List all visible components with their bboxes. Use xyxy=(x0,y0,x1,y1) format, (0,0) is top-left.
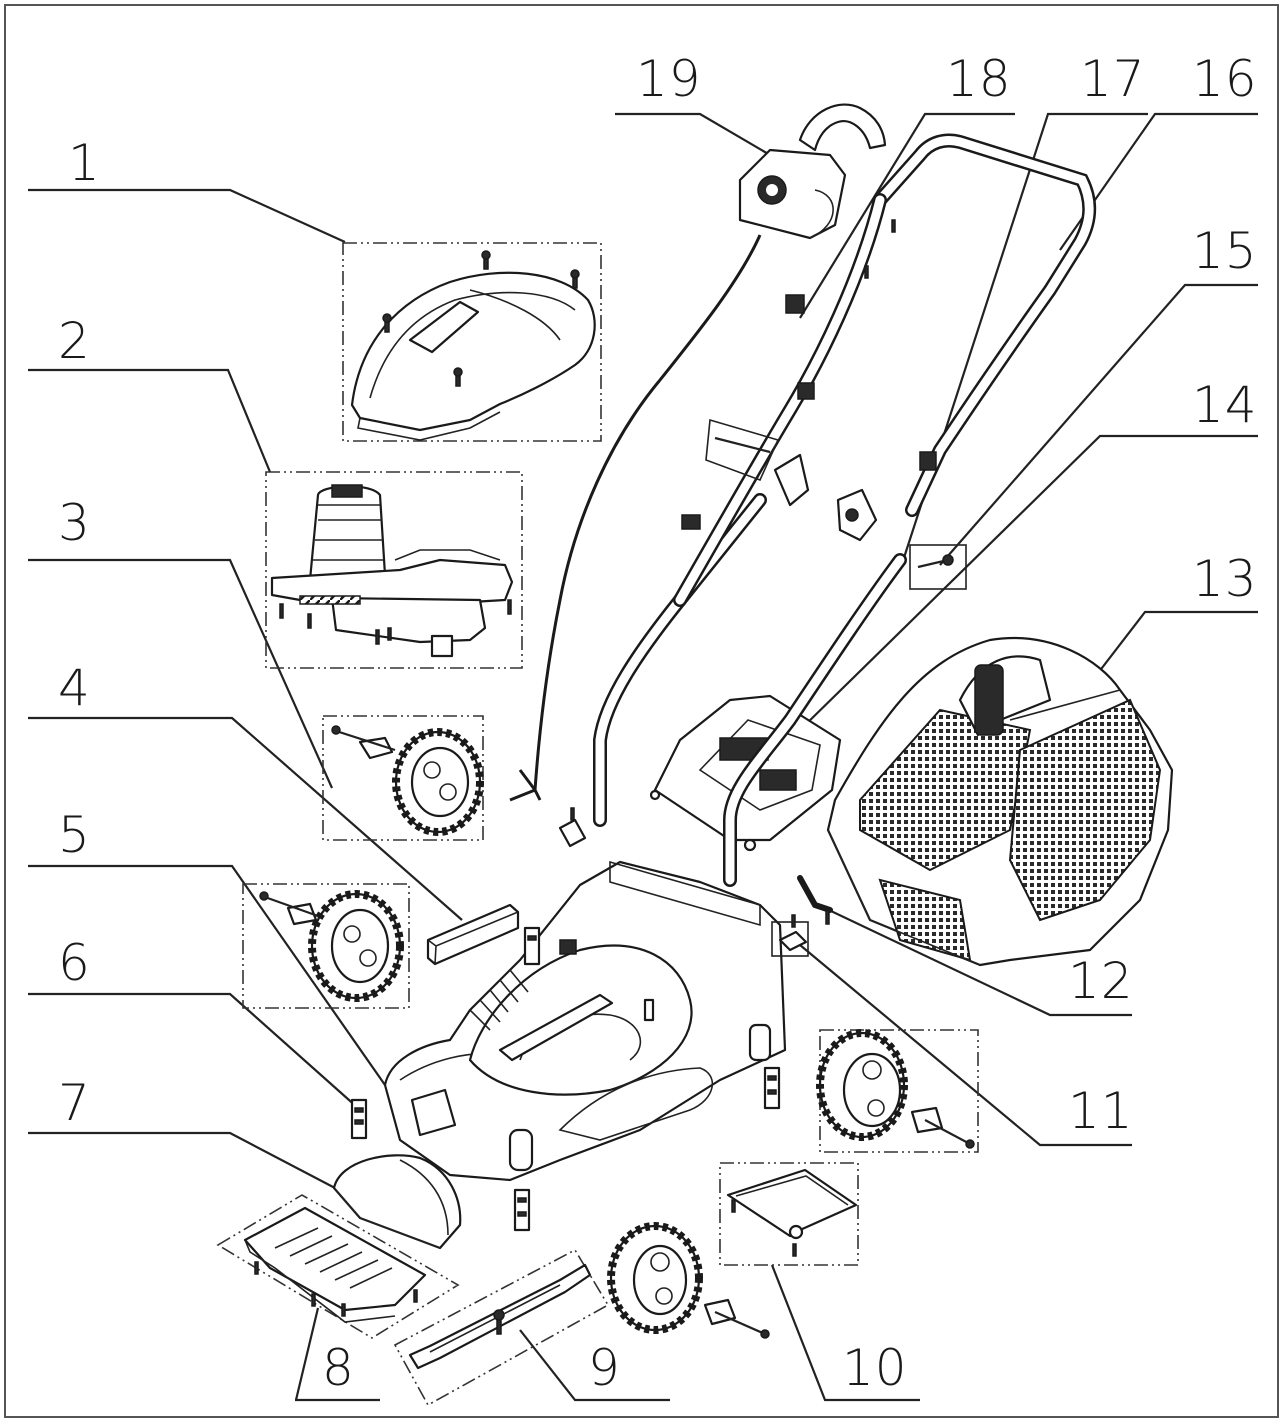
label-6: 6 xyxy=(58,934,91,992)
bolt-icon xyxy=(909,544,967,590)
label-18: 18 xyxy=(946,50,1012,108)
label-5: 5 xyxy=(58,806,91,864)
rear-wheel-left-icon xyxy=(259,890,404,1002)
clip-icon xyxy=(558,807,809,957)
label-3: 3 xyxy=(58,494,91,552)
label-17: 17 xyxy=(1080,50,1146,108)
motor-assembly-icon xyxy=(270,484,514,658)
label-1: 1 xyxy=(68,134,101,192)
label-8: 8 xyxy=(322,1339,355,1397)
label-4: 4 xyxy=(58,659,91,717)
base-plate-icon xyxy=(243,1206,427,1323)
right-wheel-icon xyxy=(816,1029,975,1149)
blade-icon xyxy=(408,1263,592,1370)
label-2: 2 xyxy=(58,312,91,370)
height-bracket-icon xyxy=(350,926,781,1232)
deck-housing-icon xyxy=(383,860,787,1182)
number-labels: 1 2 3 4 5 6 7 8 9 10 11 12 13 14 15 16 1… xyxy=(58,50,1258,1397)
lower-handle-icon xyxy=(593,493,907,887)
grass-box-icon xyxy=(826,636,1174,967)
label-9: 9 xyxy=(588,1339,621,1397)
front-wheel-icon xyxy=(607,1222,770,1339)
motor-cover-icon xyxy=(350,250,596,441)
switch-box-icon xyxy=(509,103,887,802)
upper-handle-icon xyxy=(873,133,1097,517)
label-19: 19 xyxy=(636,50,702,108)
label-16: 16 xyxy=(1192,50,1258,108)
rear-flap-icon xyxy=(726,1168,858,1257)
foam-strip-icon xyxy=(426,903,520,966)
label-10: 10 xyxy=(842,1339,908,1397)
diagram-frame xyxy=(4,4,1279,1418)
label-12: 12 xyxy=(1068,952,1134,1010)
rear-wheel-icon xyxy=(331,725,484,836)
front-cover-icon xyxy=(332,1154,462,1250)
label-11: 11 xyxy=(1068,1082,1134,1140)
group-boxes xyxy=(216,242,979,1407)
label-7: 7 xyxy=(58,1074,91,1132)
hex-key-icon xyxy=(797,875,833,925)
label-14: 14 xyxy=(1192,376,1258,434)
handle-bar-icon xyxy=(673,193,896,607)
label-15: 15 xyxy=(1192,222,1258,280)
label-13: 13 xyxy=(1192,550,1258,608)
